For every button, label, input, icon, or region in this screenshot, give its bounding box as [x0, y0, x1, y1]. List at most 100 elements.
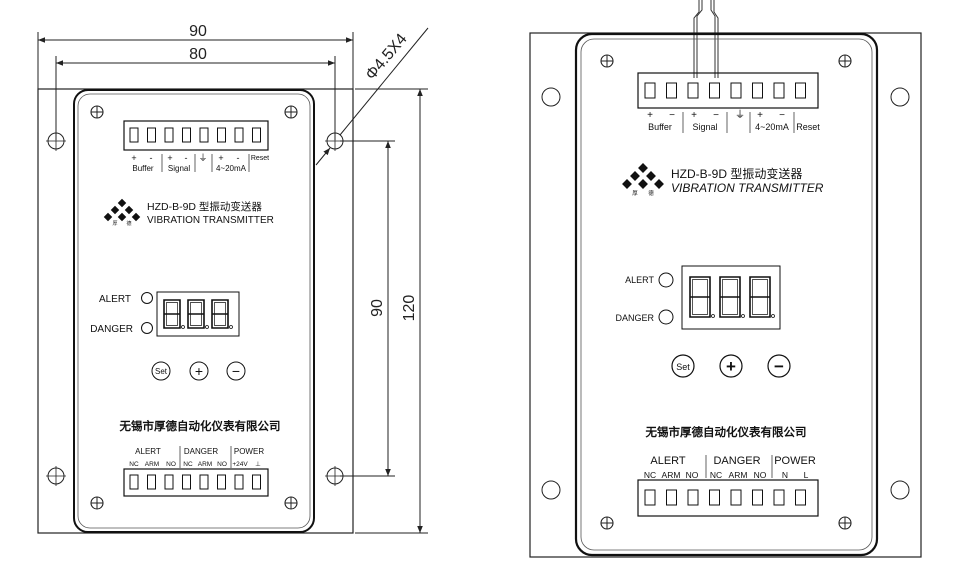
bottom-group-label: ALERT: [650, 455, 686, 467]
terminal-label: −: [669, 110, 675, 121]
seven-seg-display: [156, 291, 240, 337]
screw-icon: [284, 496, 298, 510]
set-button-label: Set: [676, 362, 690, 372]
terminal-label: NC: [183, 461, 193, 468]
terminal-screw: [252, 127, 261, 143]
set-button[interactable]: [151, 361, 171, 381]
terminal-label: N: [782, 470, 788, 480]
terminal-screw: [773, 489, 785, 506]
plus-icon: +: [195, 363, 203, 379]
seven-seg-digit: [749, 276, 771, 318]
minus-button[interactable]: [767, 354, 791, 378]
terminal-label: ARM: [145, 461, 159, 468]
top-terminal-slots: [129, 127, 261, 143]
danger-label: DANGER: [615, 313, 654, 323]
brand-logo: 厚 德: [103, 198, 141, 227]
terminal-label: +24V: [232, 461, 248, 468]
screw-icon: [838, 54, 852, 68]
terminal-label: ARM: [662, 470, 681, 480]
bottom-group-label: POWER: [234, 447, 264, 456]
top-group-label: Signal: [168, 164, 190, 173]
terminal-screw: [644, 489, 656, 506]
terminal-label: NC: [644, 470, 656, 480]
terminal-label: NO: [166, 461, 176, 468]
seven-seg-display: [681, 265, 781, 330]
company-name: 无锡市厚德自动化仪表有限公司: [119, 419, 281, 433]
terminal-screw: [164, 127, 174, 143]
dim-outer-height: 120: [355, 88, 428, 534]
danger-label: DANGER: [90, 324, 133, 335]
minus-icon: −: [232, 363, 240, 379]
minus-button[interactable]: [226, 361, 246, 381]
terminal-screw: [752, 489, 763, 506]
terminal-screw: [709, 489, 720, 506]
bottom-group-label: DANGER: [713, 455, 760, 467]
terminal-screw: [182, 474, 191, 490]
plus-icon: +: [726, 357, 736, 376]
set-button[interactable]: [671, 354, 695, 378]
top-group-label: 4~20mA: [755, 122, 789, 132]
terminal-screw: [666, 489, 677, 506]
terminal-label: +: [167, 153, 172, 163]
screw-icon: [284, 105, 298, 119]
dim-hole-callout: Φ4.5X4: [315, 27, 429, 166]
dim-outer-height-text: 120: [401, 295, 418, 322]
screw-icon: [90, 105, 104, 119]
terminal-screw: [182, 127, 191, 143]
alert-led: [658, 272, 674, 288]
danger-led: [141, 322, 153, 334]
alert-label: ALERT: [99, 294, 131, 305]
terminal-screw: [217, 474, 226, 490]
terminal-label: -: [185, 153, 188, 163]
terminal-screw: [709, 82, 720, 99]
danger-led: [658, 309, 674, 325]
set-button-label: Set: [155, 367, 168, 376]
mount-hole: [890, 480, 910, 500]
terminal-screw: [644, 82, 656, 99]
front-panel: [574, 32, 879, 557]
top-group-label: Buffer: [132, 164, 154, 173]
dim-hole-spacing-text: 90: [369, 299, 386, 317]
product-title: VIBRATION TRANSMITTER: [147, 215, 274, 226]
terminal-label: ⏚: [198, 153, 207, 163]
seven-seg-digit: [689, 276, 711, 318]
terminal-screw: [234, 474, 244, 490]
terminal-screw: [795, 82, 806, 99]
terminal-screw: [730, 489, 742, 506]
screw-icon: [90, 496, 104, 510]
plus-button[interactable]: [189, 361, 209, 381]
terminal-label: +: [757, 110, 763, 121]
terminal-screw: [666, 82, 677, 99]
terminal-label: NO: [754, 470, 767, 480]
signal-cable: [693, 0, 719, 78]
top-terminal-signs: +−+−⏚+−: [647, 109, 785, 121]
alert-label: ALERT: [625, 275, 654, 285]
terminal-label: NC: [129, 461, 139, 468]
dim-hole-callout-text: Φ4.5X4: [363, 31, 411, 84]
mounting-plate: [37, 88, 354, 534]
seven-seg-digit: [719, 276, 741, 318]
plus-button[interactable]: [719, 354, 743, 378]
dim-outer-width-text: 90: [189, 23, 207, 40]
terminal-screw: [687, 82, 699, 99]
terminal-screw: [199, 474, 209, 490]
front-panel: [73, 89, 315, 533]
screw-icon: [600, 54, 614, 68]
terminal-screw: [730, 82, 742, 99]
bottom-terminal-block: [637, 479, 819, 517]
mount-hole: [541, 87, 561, 107]
terminal-label: +: [131, 153, 136, 163]
terminal-screw: [773, 82, 785, 99]
terminal-screw: [687, 489, 699, 506]
terminal-label: +: [647, 110, 653, 121]
dim-outer-width: 90: [37, 23, 354, 90]
terminal-label: −: [713, 110, 719, 121]
terminal-label: -: [150, 153, 153, 163]
top-group-label: Buffer: [648, 122, 672, 132]
terminal-screw: [164, 474, 174, 490]
dim-inner-width: 80: [55, 46, 336, 140]
top-group-label: 4~20mA: [216, 164, 247, 173]
mounting-plate: [529, 32, 922, 558]
top-terminal-signs: +-+-⏚+-: [131, 153, 239, 163]
